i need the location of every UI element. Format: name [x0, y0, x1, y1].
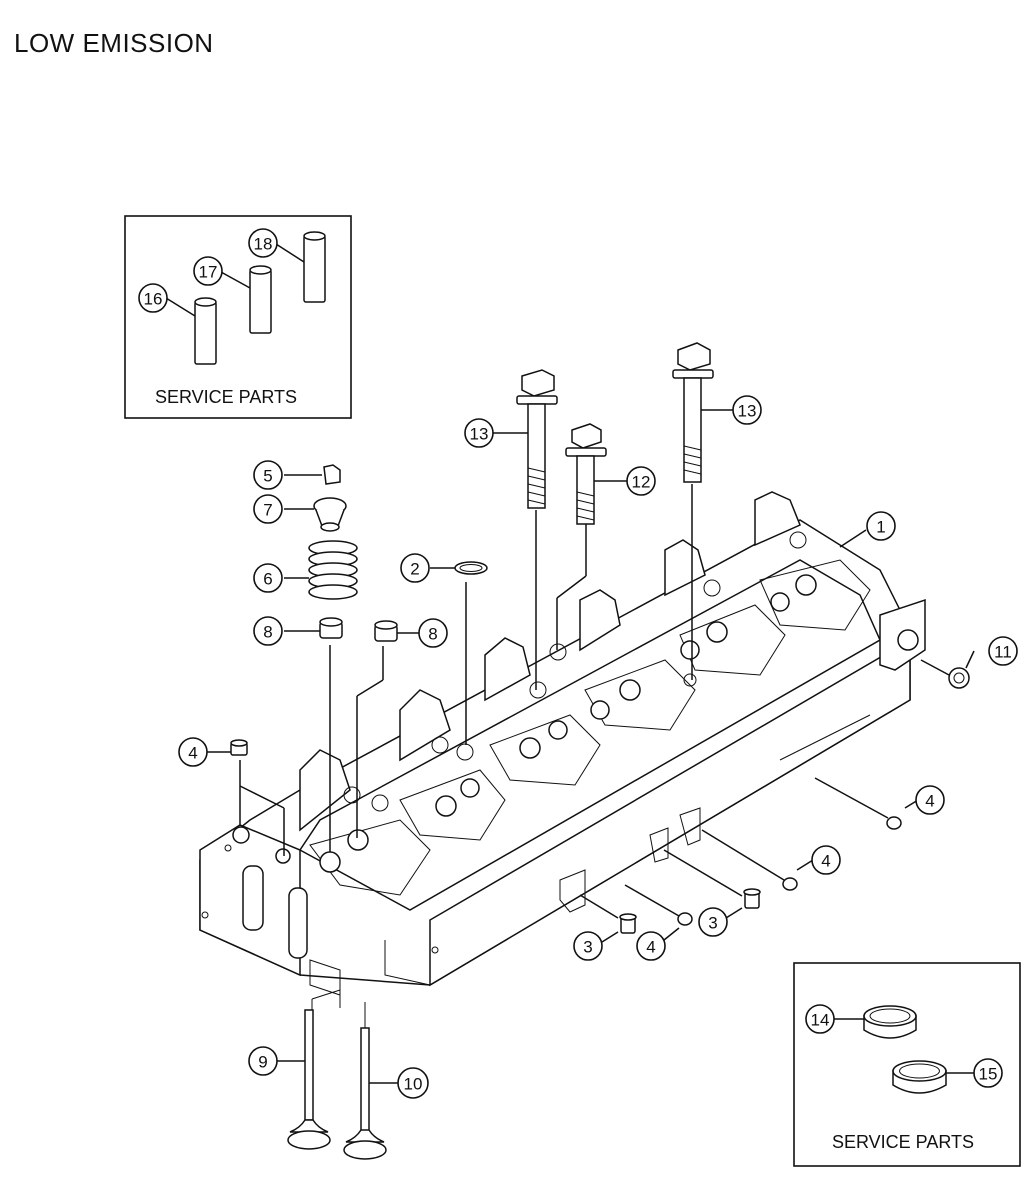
svg-text:7: 7	[263, 501, 272, 520]
callout-14: 14	[805, 1004, 835, 1034]
callout-11: 11	[988, 636, 1018, 666]
callout-3-right: 3	[698, 907, 728, 937]
valve-keeper-5	[323, 464, 341, 485]
bolt-3-right	[743, 888, 761, 909]
plug-4-bottom	[677, 912, 693, 926]
svg-text:3: 3	[583, 938, 592, 957]
svg-text:18: 18	[254, 235, 273, 254]
callout-8-right: 8	[418, 618, 448, 648]
callout-5: 5	[253, 460, 283, 490]
service-parts-label-top: SERVICE PARTS	[155, 387, 297, 407]
valve-seat-15	[892, 1060, 947, 1094]
svg-text:5: 5	[263, 467, 272, 486]
callout-13-right: 13	[732, 395, 762, 425]
callout-17: 17	[193, 256, 223, 286]
svg-text:16: 16	[144, 290, 163, 309]
callout-8-left: 8	[253, 616, 283, 646]
callout-1: 1	[866, 511, 896, 541]
svg-text:10: 10	[404, 1075, 423, 1094]
valve-stem-seal-8-left	[319, 617, 343, 639]
callout-4-right-mid: 4	[811, 845, 841, 875]
bolt-3-left	[619, 913, 637, 934]
svg-text:4: 4	[646, 938, 655, 957]
svg-text:4: 4	[821, 852, 830, 871]
service-parts-box-top: SERVICE PARTS	[124, 215, 352, 419]
callout-10: 10	[397, 1067, 429, 1099]
valve-9	[287, 1009, 331, 1150]
bolt-13-left	[516, 369, 558, 509]
pin-18	[303, 231, 326, 303]
svg-text:3: 3	[708, 914, 717, 933]
spring-retainer-7	[313, 497, 347, 532]
svg-text:2: 2	[410, 560, 419, 579]
plug-11	[948, 667, 970, 689]
svg-text:13: 13	[470, 425, 489, 444]
svg-text:6: 6	[263, 570, 272, 589]
callout-2: 2	[400, 553, 430, 583]
plug-4-left	[230, 739, 248, 756]
svg-text:8: 8	[263, 623, 272, 642]
svg-text:12: 12	[632, 473, 651, 492]
seal-ring-2	[454, 561, 488, 575]
svg-text:17: 17	[199, 263, 218, 282]
svg-text:1: 1	[876, 518, 885, 537]
plug-4-right-mid	[782, 877, 798, 891]
callout-3-left: 3	[573, 931, 603, 961]
svg-text:11: 11	[994, 643, 1012, 662]
callout-4-bottom: 4	[636, 931, 666, 961]
callout-16: 16	[138, 283, 168, 313]
callout-18: 18	[248, 228, 278, 258]
svg-text:8: 8	[428, 625, 437, 644]
svg-text:4: 4	[188, 744, 197, 763]
svg-text:14: 14	[811, 1011, 830, 1030]
callout-4-right-top: 4	[915, 785, 945, 815]
valve-10	[343, 1027, 387, 1160]
callout-9: 9	[248, 1046, 278, 1076]
callout-12: 12	[626, 466, 656, 496]
callout-7: 7	[253, 494, 283, 524]
valve-spring-6	[308, 540, 358, 600]
page-title: LOW EMISSION	[14, 28, 214, 58]
callout-13-left: 13	[464, 418, 494, 448]
callout-6: 6	[253, 563, 283, 593]
callout-4-left: 4	[178, 737, 208, 767]
service-parts-label-bottom: SERVICE PARTS	[832, 1132, 974, 1152]
valve-seat-14	[863, 1005, 917, 1039]
service-parts-box-bottom: SERVICE PARTS	[793, 962, 1021, 1167]
svg-text:15: 15	[979, 1065, 998, 1084]
bolt-13-right	[672, 342, 714, 483]
cylinder-head	[199, 491, 926, 996]
callout-15: 15	[973, 1058, 1003, 1088]
plug-4-right-top	[886, 816, 902, 830]
pin-17	[249, 265, 272, 334]
bolt-12	[565, 423, 607, 525]
svg-text:4: 4	[925, 792, 934, 811]
svg-text:9: 9	[258, 1053, 267, 1072]
pin-16	[194, 297, 217, 365]
valve-stem-seal-8-right	[374, 620, 398, 642]
svg-text:13: 13	[738, 402, 757, 421]
